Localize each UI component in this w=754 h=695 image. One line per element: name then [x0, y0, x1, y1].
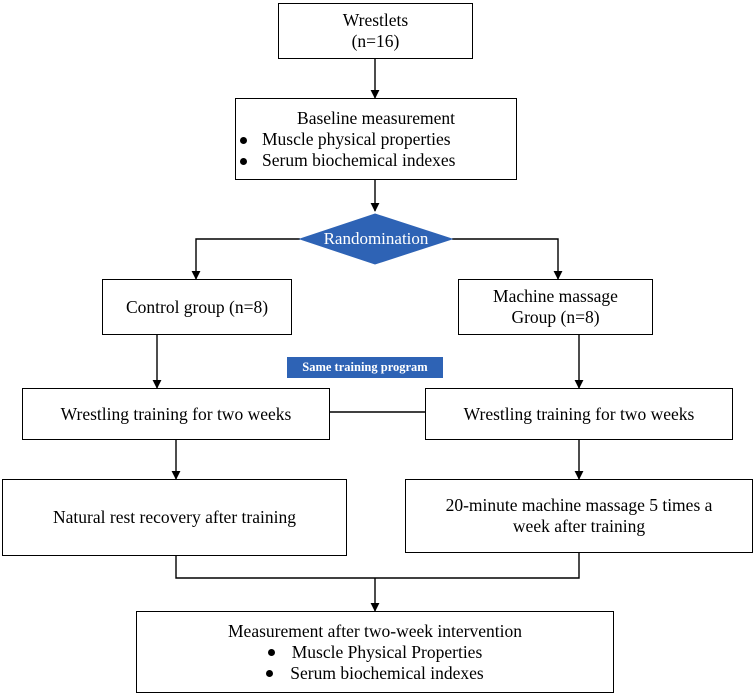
final-item: Muscle Physical Properties — [137, 642, 613, 663]
training-right-box: Wrestling training for two weeks — [425, 388, 733, 440]
control-group-label: Control group (n=8) — [125, 296, 269, 317]
bullet-icon — [240, 157, 247, 165]
wrestlers-count: (n=16) — [351, 31, 400, 51]
final-measurement-title: Measurement after two-week intervention — [228, 620, 522, 641]
final-bullet-list: Muscle Physical Properties Serum biochem… — [137, 642, 613, 684]
baseline-bullet-list: Muscle physical properties Serum biochem… — [236, 129, 516, 171]
training-right-label: Wrestling training for two weeks — [463, 403, 695, 424]
control-group-box: Control group (n=8) — [102, 279, 292, 335]
massage-group-line1: Machine massage — [493, 286, 618, 306]
arrow-randomization-to-massage — [452, 238, 563, 280]
final-measurement-box: Measurement after two-week intervention … — [136, 611, 614, 693]
bullet-icon — [240, 136, 247, 144]
baseline-item: Serum biochemical indexes — [236, 150, 516, 171]
training-left-box: Wrestling training for two weeks — [22, 388, 330, 440]
same-training-program-badge: Same training program — [287, 357, 443, 378]
merge-line — [175, 553, 580, 579]
bullet-icon — [266, 669, 274, 677]
wrestlers-box: Wrestlets (n=16) — [278, 3, 473, 59]
machine-massage-box: 20-minute machine massage 5 times a week… — [405, 479, 753, 553]
baseline-title: Baseline measurement — [297, 107, 455, 128]
massage-group-line2: Group (n=8) — [511, 307, 600, 327]
training-left-label: Wrestling training for two weeks — [60, 403, 292, 424]
machine-massage-line2: week after training — [512, 516, 646, 536]
baseline-item: Muscle physical properties — [236, 129, 516, 150]
machine-massage-line1: 20-minute machine massage 5 times a — [445, 495, 713, 515]
randomization-label: Randomination — [323, 229, 429, 248]
final-item: Serum biochemical indexes — [137, 663, 613, 684]
machine-massage-group-box: Machine massage Group (n=8) — [458, 279, 653, 335]
natural-rest-label: Natural rest recovery after training — [53, 507, 296, 527]
wrestlers-label: Wrestlets — [342, 10, 409, 30]
baseline-measurement-box: Baseline measurement Muscle physical pro… — [235, 98, 517, 180]
natural-rest-recovery-box: Natural rest recovery after training — [2, 479, 347, 556]
arrow-randomization-to-control — [191, 238, 300, 280]
bullet-icon — [267, 648, 275, 656]
randomization-diamond — [298, 213, 454, 265]
